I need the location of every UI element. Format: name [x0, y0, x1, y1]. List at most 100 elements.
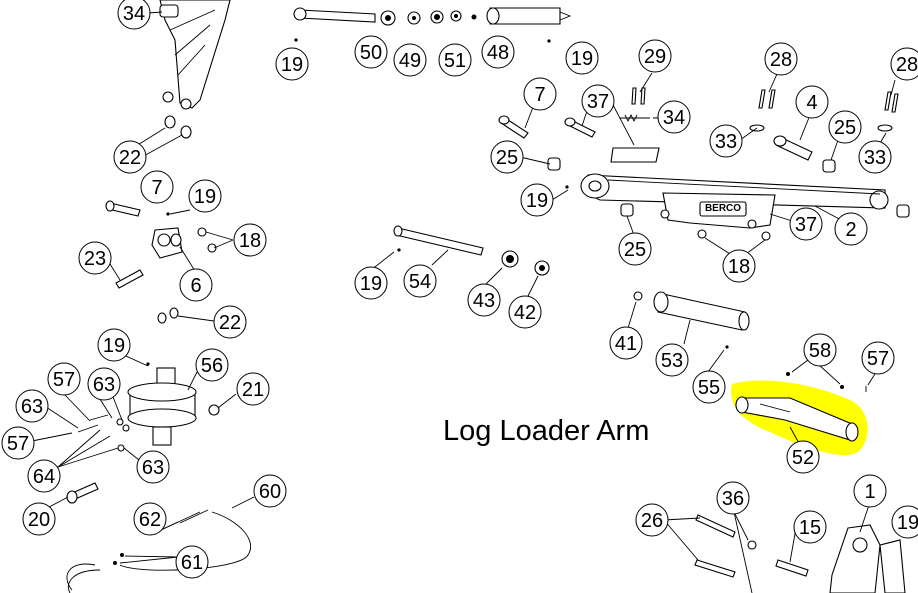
callout-number: 56: [201, 355, 223, 377]
decal-and-spring: [610, 113, 660, 163]
callout-number: 34: [663, 107, 685, 129]
callout-number: 63: [93, 374, 115, 396]
callout-number: 19: [281, 54, 303, 76]
callout-circle: [253, 474, 287, 508]
callout-circle: [709, 124, 743, 158]
bolt-20: [66, 482, 99, 504]
callout-33: 33: [858, 140, 892, 174]
callout-circle: [609, 326, 643, 360]
callout-50: 50: [354, 35, 388, 69]
callout-36: 36: [716, 481, 750, 515]
callout-number: 25: [624, 239, 646, 261]
callout-circle: [635, 503, 669, 537]
callout-number: 34: [123, 3, 145, 25]
callout-circle: [565, 41, 599, 75]
callout-circle: [188, 179, 222, 213]
callout-57: 57: [1, 426, 35, 460]
callout-circle: [97, 328, 131, 362]
callout-number: 57: [867, 348, 889, 370]
callout-circle: [508, 295, 542, 329]
callout-circle: [858, 140, 892, 174]
pin-54-and-rings: [393, 225, 550, 276]
callout-57: 57: [861, 341, 895, 375]
callout-18: 18: [722, 249, 756, 283]
callout-number: 43: [473, 290, 495, 312]
callout-number: 55: [698, 377, 720, 399]
bracket-6-assembly: [105, 200, 217, 324]
callout-number: 36: [722, 488, 744, 510]
callout-number: 18: [239, 230, 261, 252]
callout-number: 19: [571, 48, 593, 70]
callout-number: 4: [806, 92, 817, 114]
callout-26: 26: [635, 503, 669, 537]
callout-circle: [233, 223, 267, 257]
callout-56: 56: [195, 348, 229, 382]
callout-19: 19: [520, 183, 554, 217]
callout-63: 63: [87, 367, 121, 401]
callout-number: 41: [615, 333, 637, 355]
swivel-56: [77, 362, 220, 452]
callout-19: 19: [565, 41, 599, 75]
callout-circle: [1, 426, 35, 460]
callout-4: 4: [795, 85, 829, 119]
brand-plate-text: BERCO: [705, 203, 741, 214]
callout-circle: [722, 249, 756, 283]
callout-circle: [117, 0, 151, 30]
callout-number: 19: [897, 512, 918, 534]
callout-58: 58: [803, 333, 837, 367]
callout-circle: [481, 35, 515, 69]
callout-37: 37: [581, 84, 615, 118]
callout-circle: [891, 505, 918, 539]
callout-28: 28: [764, 42, 798, 76]
callout-18: 18: [233, 223, 267, 257]
callout-61: 61: [175, 545, 209, 579]
cylinder-52: [735, 372, 867, 442]
hoses: [66, 509, 251, 593]
callout-circle: [27, 459, 61, 493]
pin-4: [773, 135, 836, 173]
callout-57: 57: [47, 362, 81, 396]
callout-circle: [692, 370, 726, 404]
callout-64: 64: [27, 459, 61, 493]
callout-63: 63: [136, 450, 170, 484]
callout-number: 19: [103, 335, 125, 357]
callout-34: 34: [657, 100, 691, 134]
callout-circle: [236, 372, 270, 406]
callout-number: 28: [770, 49, 792, 71]
callout-number: 6: [190, 275, 201, 297]
callout-circle: [828, 110, 862, 144]
diagram-title: Log Loader Arm: [443, 415, 650, 447]
callout-number: 42: [514, 302, 536, 324]
callout-circle: [175, 545, 209, 579]
callout-20: 20: [22, 502, 56, 536]
callout-circle: [834, 212, 868, 246]
callout-7: 7: [523, 77, 557, 111]
callout-number: 49: [399, 50, 421, 72]
callout-number: 22: [219, 312, 241, 334]
callout-number: 19: [360, 273, 382, 295]
callout-number: 52: [792, 447, 814, 469]
callout-circle: [803, 333, 837, 367]
callout-circle: [520, 183, 554, 217]
callout-51: 51: [438, 43, 472, 77]
callout-number: 54: [409, 271, 431, 293]
callout-circle: [786, 440, 820, 474]
callout-circle: [47, 362, 81, 396]
callout-circle: [140, 170, 174, 204]
callout-number: 2: [845, 219, 856, 241]
callout-circle: [87, 367, 121, 401]
callout-number: 57: [53, 369, 75, 391]
bottom-right-parts: [694, 514, 906, 593]
callout-19: 19: [275, 47, 309, 81]
callout-circle: [716, 481, 750, 515]
callout-19: 19: [188, 179, 222, 213]
callout-number: 58: [809, 340, 831, 362]
callout-62: 62: [133, 502, 167, 536]
callout-circle: [78, 241, 112, 275]
callout-circle: [655, 343, 689, 377]
callout-19: 19: [354, 266, 388, 300]
callout-41: 41: [609, 326, 643, 360]
callout-49: 49: [393, 43, 427, 77]
